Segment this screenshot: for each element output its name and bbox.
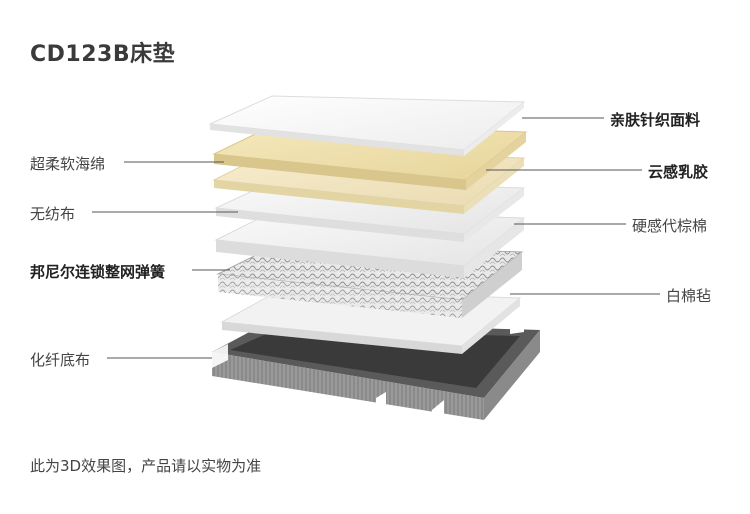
label-fiber-base-cloth: 化纤底布 xyxy=(30,351,91,369)
label-soft-sponge: 超柔软海绵 xyxy=(30,155,106,173)
label-non-woven: 无纺布 xyxy=(30,205,76,223)
leader-lines xyxy=(92,117,660,359)
label-white-felt: 白棉毡 xyxy=(666,287,712,305)
disclaimer-note: 此为3D效果图，产品请以实物为准 xyxy=(30,457,262,475)
label-knit-fabric: 亲肤针织面料 xyxy=(610,111,701,129)
page-title: CD123B床垫 xyxy=(30,42,176,67)
label-cloud-latex: 云感乳胶 xyxy=(648,163,709,181)
top-fabric-layer xyxy=(208,95,526,156)
label-bonnell-spring: 邦尼尔连锁整网弹簧 xyxy=(30,263,166,281)
label-hard-cotton: 硬感代棕棉 xyxy=(632,217,708,235)
